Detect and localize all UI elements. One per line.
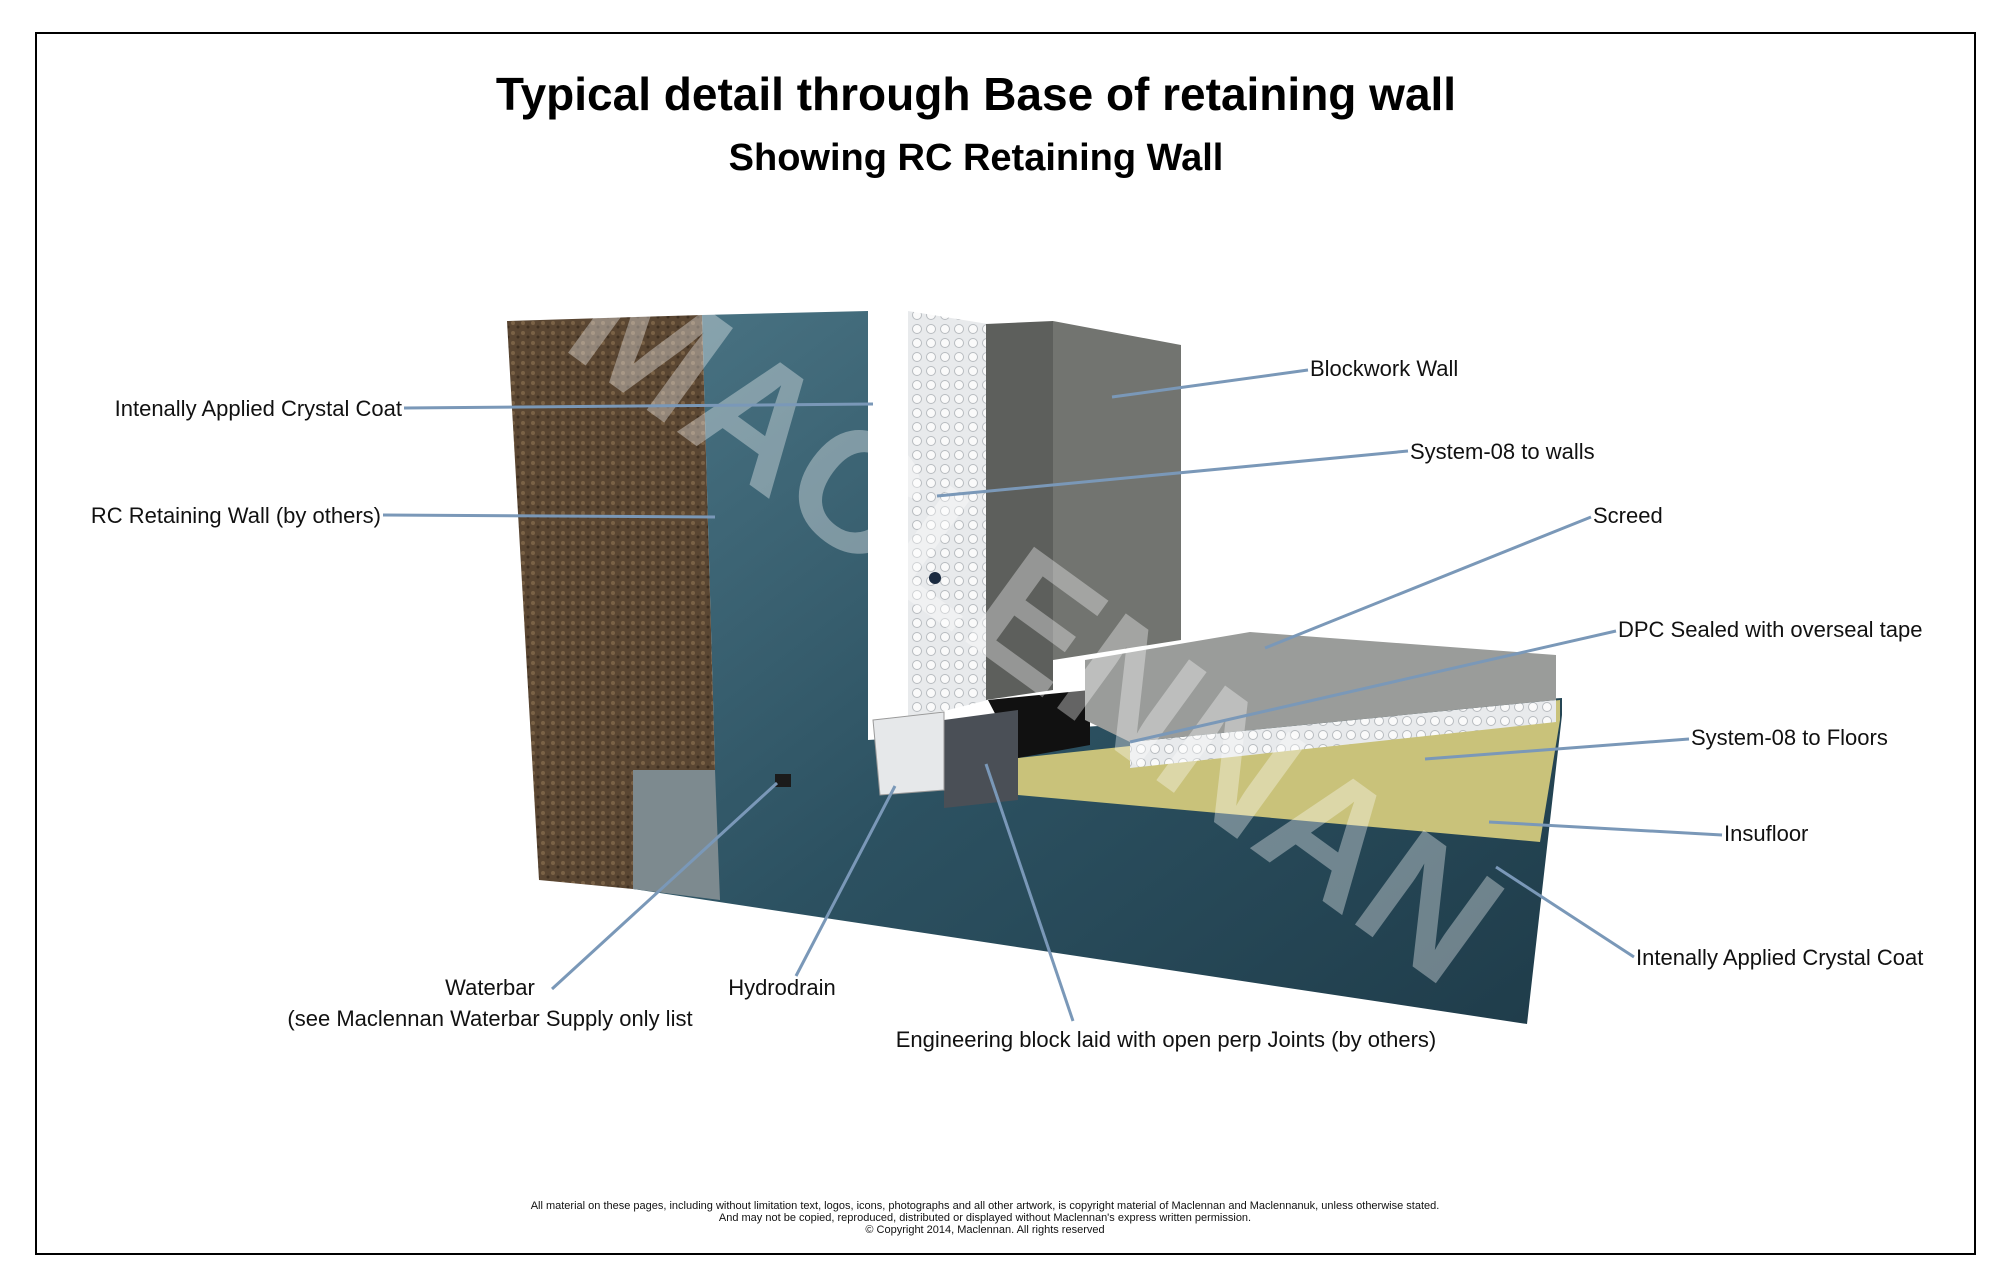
leader-crystal-coat-wall [403,402,874,410]
footer-line-2: And may not be copied, reproduced, distr… [719,1212,1251,1224]
label-insufloor: Insufloor [1724,821,1808,846]
leader-system08-floors [1424,737,1690,761]
label-hydrodrain: Hydrodrain [728,975,836,1000]
leader-screed [1264,515,1592,650]
blockwork-wall-side [986,321,1053,700]
leader-dpc [1129,629,1617,744]
leader-system08-walls [936,449,1409,498]
leader-lines [382,368,1723,1022]
label-dpc: DPC Sealed with overseal tape [1618,617,1923,642]
frame-border [35,32,1976,1255]
leader-waterbar [550,781,779,991]
screed-slab [1085,632,1556,742]
footer-line-1: All material on these pages, including w… [531,1200,1440,1212]
label-engineering-block: Engineering block laid with open perp Jo… [896,1027,1437,1052]
label-screed: Screed [1593,503,1663,528]
label-rc-wall: RC Retaining Wall (by others) [91,503,381,528]
copyright-footer: All material on these pages, including w… [531,1200,1440,1236]
subtitle: Showing RC Retaining Wall [729,137,1224,179]
leader-engineering-block [984,763,1075,1022]
membrane-plug [929,572,941,584]
concrete-section-face [633,770,720,900]
leader-blockwork [1111,368,1309,399]
engineering-block [944,710,1018,808]
leader-hydrodrain [794,785,897,977]
label-crystal-coat-wall: Intenally Applied Crystal Coat [115,396,402,421]
label-blockwork: Blockwork Wall [1310,356,1458,381]
label-system08-floors: System-08 to Floors [1691,725,1888,750]
hydrodrain-channel [872,711,945,796]
blockwork-wall-front [1053,321,1181,660]
leader-insufloor [1488,820,1723,837]
waterbar [775,774,791,787]
label-system08-walls: System-08 to walls [1410,439,1595,464]
soil-section [507,315,715,889]
wall-drainage-membrane [908,311,988,720]
floor-drainage-membrane [1130,700,1556,768]
label-crystal-coat-floor: Intenally Applied Crystal Coat [1636,945,1923,970]
label-waterbar: Waterbar [445,975,535,1000]
labels: Intenally Applied Crystal Coat RC Retain… [91,356,1924,1052]
title: Typical detail through Base of retaining… [496,68,1456,120]
leader-crystal-coat-floor [1495,865,1635,959]
leader-rc-wall [382,513,716,519]
footer-line-3: © Copyright 2014, Maclennan. All rights … [865,1224,1104,1236]
label-waterbar-note: (see Maclennan Waterbar Supply only list [287,1006,692,1031]
